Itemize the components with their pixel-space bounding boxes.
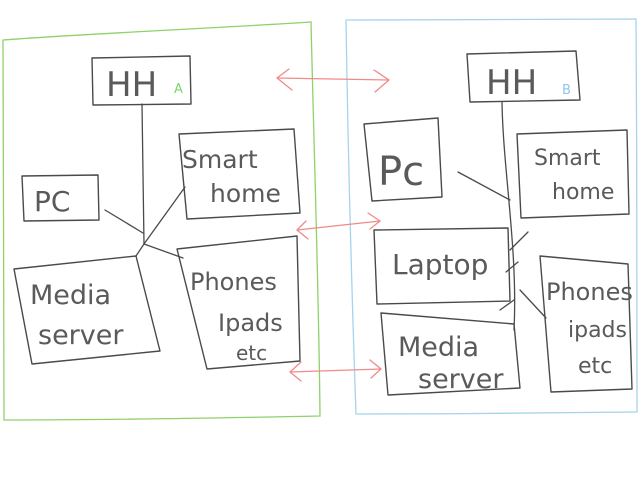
phones-b-line-1: Phones	[546, 278, 633, 306]
smart-home-b-node: Smart home	[516, 129, 630, 219]
phones-b-line-3: etc	[578, 354, 612, 379]
pc-a-label: PC	[34, 185, 70, 218]
hub-b-trunk-line	[501, 101, 516, 331]
hub-a-node: HH A	[91, 55, 192, 106]
hub-a-trunk-line	[141, 103, 145, 245]
phones-a-line-2: Ipads	[218, 309, 283, 337]
phones-a-line-3: etc	[236, 341, 267, 365]
household-b: HH B Pc Smart home Laptop Media server P…	[363, 50, 633, 396]
smart-home-b-line-2: home	[552, 180, 614, 205]
mediaserver-a-link-line	[135, 243, 145, 257]
smarthome-a-link-line	[143, 186, 186, 245]
phones-a-node: Phones Ipads etc	[176, 235, 301, 370]
hub-link-arrow	[276, 68, 390, 93]
media-server-a-node: Media server	[13, 255, 161, 365]
phones-b-line-2: ipads	[568, 318, 627, 343]
household-a: HH A PC Smart home Media server Phones I…	[13, 55, 301, 370]
household-b-frame	[345, 18, 638, 415]
phones-a-line-1: Phones	[190, 268, 277, 296]
smart-home-a-node: Smart home	[178, 128, 301, 220]
phones-b-node: Phones ipads etc	[539, 255, 633, 393]
hub-a-label: HH	[106, 65, 157, 105]
pc-b-label: Pc	[378, 149, 424, 195]
hub-a-suffix: A	[174, 82, 183, 97]
pc-b-link-line	[457, 171, 511, 201]
smarthome-laptop-link-arrow	[296, 212, 381, 240]
hub-b-node: HH B	[466, 50, 581, 103]
smarthome-b-link-line	[509, 231, 529, 251]
smart-home-a-line-2: home	[210, 179, 281, 208]
media-server-b-node: Media server	[380, 312, 521, 396]
pc-a-link-line	[104, 209, 144, 234]
smart-home-a-line-1: Smart	[182, 145, 258, 174]
phones-b-link-line	[519, 289, 547, 319]
laptop-b-link-line	[505, 261, 519, 273]
laptop-b-node: Laptop	[373, 227, 511, 305]
media-server-b-line-1: Media	[398, 332, 479, 363]
laptop-b-label: Laptop	[392, 248, 488, 281]
media-server-a-line-2: server	[38, 320, 124, 351]
pc-a-node: PC	[21, 174, 100, 222]
mediaserver-b-link-line	[499, 299, 515, 311]
media-server-b-line-2: server	[418, 364, 504, 395]
smart-home-b-line-1: Smart	[534, 146, 601, 171]
pc-b-node: Pc	[363, 117, 443, 202]
phones-mediaserver-link-arrow	[289, 359, 382, 382]
hub-b-suffix: B	[562, 83, 571, 98]
hub-b-label: HH	[486, 63, 537, 103]
phones-a-link-line	[143, 243, 184, 259]
household-a-frame	[2, 21, 321, 421]
media-server-a-line-1: Media	[30, 280, 111, 311]
